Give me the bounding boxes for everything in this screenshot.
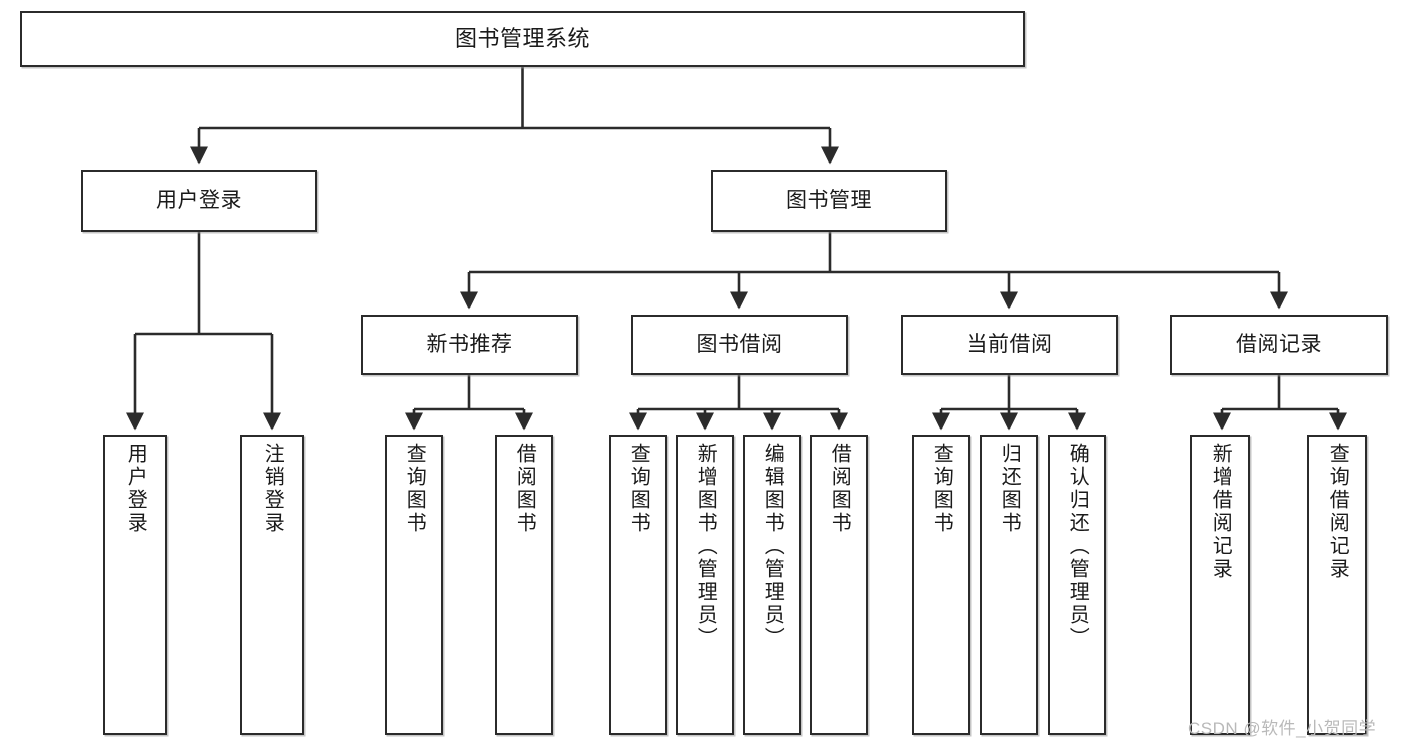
node-label: 当前借阅 bbox=[966, 332, 1053, 356]
node-book-manage[interactable]: 图书管理 bbox=[711, 170, 947, 232]
leaf-confirm-return[interactable]: 确认归还（管理员） bbox=[1048, 435, 1106, 735]
node-label: 用户登录 bbox=[124, 443, 147, 535]
node-root-system[interactable]: 图书管理系统 bbox=[20, 11, 1025, 67]
node-book-borrow[interactable]: 图书借阅 bbox=[631, 315, 848, 375]
leaf-user-logout[interactable]: 注销登录 bbox=[240, 435, 304, 735]
leaf-borrow-book[interactable]: 借阅图书 bbox=[810, 435, 868, 735]
leaf-query-book-borrow[interactable]: 查询图书 bbox=[609, 435, 667, 735]
node-label: 用户登录 bbox=[156, 188, 242, 212]
leaf-add-book[interactable]: 新增图书（管理员） bbox=[676, 435, 734, 735]
leaf-user-login[interactable]: 用户登录 bbox=[103, 435, 167, 735]
node-label: 查询图书 bbox=[627, 443, 650, 535]
node-label: 借阅图书 bbox=[513, 443, 536, 535]
leaf-query-book-recommend[interactable]: 查询图书 bbox=[385, 435, 443, 735]
leaf-return-book[interactable]: 归还图书 bbox=[980, 435, 1038, 735]
node-user-login[interactable]: 用户登录 bbox=[81, 170, 317, 232]
node-new-book-recommend[interactable]: 新书推荐 bbox=[361, 315, 578, 375]
node-label: 查询图书 bbox=[930, 443, 953, 535]
leaf-query-book-current[interactable]: 查询图书 bbox=[912, 435, 970, 735]
node-label: 注销登录 bbox=[261, 443, 284, 535]
node-label: 查询图书 bbox=[403, 443, 426, 535]
node-label: 图书借阅 bbox=[696, 332, 783, 356]
node-borrow-record[interactable]: 借阅记录 bbox=[1170, 315, 1388, 375]
csdn-watermark: CSDN @软件_小贺同学 bbox=[1188, 719, 1377, 738]
node-label: 图书管理系统 bbox=[454, 26, 590, 52]
node-label: 新书推荐 bbox=[426, 332, 513, 356]
node-current-borrow[interactable]: 当前借阅 bbox=[901, 315, 1118, 375]
node-label: 借阅图书 bbox=[828, 443, 851, 535]
node-label: 借阅记录 bbox=[1236, 332, 1322, 356]
leaf-borrow-book-recommend[interactable]: 借阅图书 bbox=[495, 435, 553, 735]
leaf-add-borrow-record[interactable]: 新增借阅记录 bbox=[1190, 435, 1250, 735]
node-label: 图书管理 bbox=[786, 188, 872, 212]
leaf-query-borrow-record[interactable]: 查询借阅记录 bbox=[1307, 435, 1367, 735]
node-label: 归还图书 bbox=[998, 443, 1021, 535]
node-label: 新增借阅记录 bbox=[1209, 443, 1232, 581]
node-label: 确认归还（管理员） bbox=[1066, 443, 1089, 650]
node-label: 查询借阅记录 bbox=[1326, 443, 1349, 581]
node-label: 编辑图书（管理员） bbox=[761, 443, 784, 650]
node-label: 新增图书（管理员） bbox=[694, 443, 717, 650]
leaf-edit-book[interactable]: 编辑图书（管理员） bbox=[743, 435, 801, 735]
